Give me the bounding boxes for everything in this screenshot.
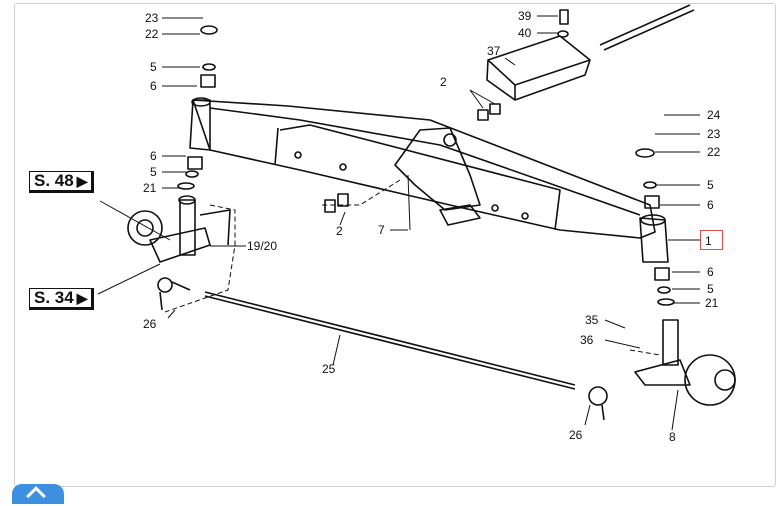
callout-6: 6 — [150, 149, 157, 163]
reference-link-s34[interactable]: S. 34 ▶ — [29, 288, 95, 310]
reference-label: S. 48 — [34, 171, 74, 190]
callout-37: 37 — [487, 44, 501, 58]
callout-40: 40 — [518, 26, 532, 40]
callout-22: 22 — [707, 145, 721, 159]
callout-21: 21 — [705, 296, 719, 310]
callout-22: 22 — [145, 27, 159, 41]
tie-rod — [204, 291, 576, 386]
callout-2: 2 — [336, 224, 343, 238]
callout-19-20: 19/20 — [247, 239, 277, 253]
callout-36: 36 — [580, 333, 594, 347]
chevron-up-icon — [26, 486, 46, 506]
callout-5: 5 — [150, 165, 157, 179]
callout-1: 1 — [705, 234, 712, 248]
callout-35: 35 — [585, 313, 599, 327]
axle-beam — [192, 99, 656, 239]
arrow-right-icon: ▶ — [76, 290, 88, 306]
callout-7: 7 — [378, 223, 385, 237]
callout-6: 6 — [707, 198, 714, 212]
callout-5: 5 — [150, 60, 157, 74]
callout-25: 25 — [322, 362, 336, 376]
callout-8: 8 — [669, 430, 676, 444]
callout-2: 2 — [440, 75, 447, 89]
callout-26: 26 — [569, 428, 583, 442]
callout-21: 21 — [143, 181, 157, 195]
reference-link-s48[interactable]: S. 48 ▶ — [29, 171, 95, 193]
cylinder — [486, 35, 591, 101]
callout-5: 5 — [707, 282, 714, 296]
arrow-right-icon: ▶ — [76, 173, 88, 189]
callout-26: 26 — [143, 317, 157, 331]
highlighted-callout-1[interactable] — [700, 230, 723, 250]
reference-label: S. 34 — [34, 288, 74, 307]
callout-23: 23 — [707, 127, 721, 141]
callout-39: 39 — [518, 9, 532, 23]
callout-6: 6 — [707, 265, 714, 279]
scroll-to-top-button[interactable] — [12, 484, 64, 506]
callout-5: 5 — [707, 178, 714, 192]
callout-23: 23 — [145, 11, 159, 25]
callout-6: 6 — [150, 79, 157, 93]
callout-24: 24 — [707, 108, 721, 122]
